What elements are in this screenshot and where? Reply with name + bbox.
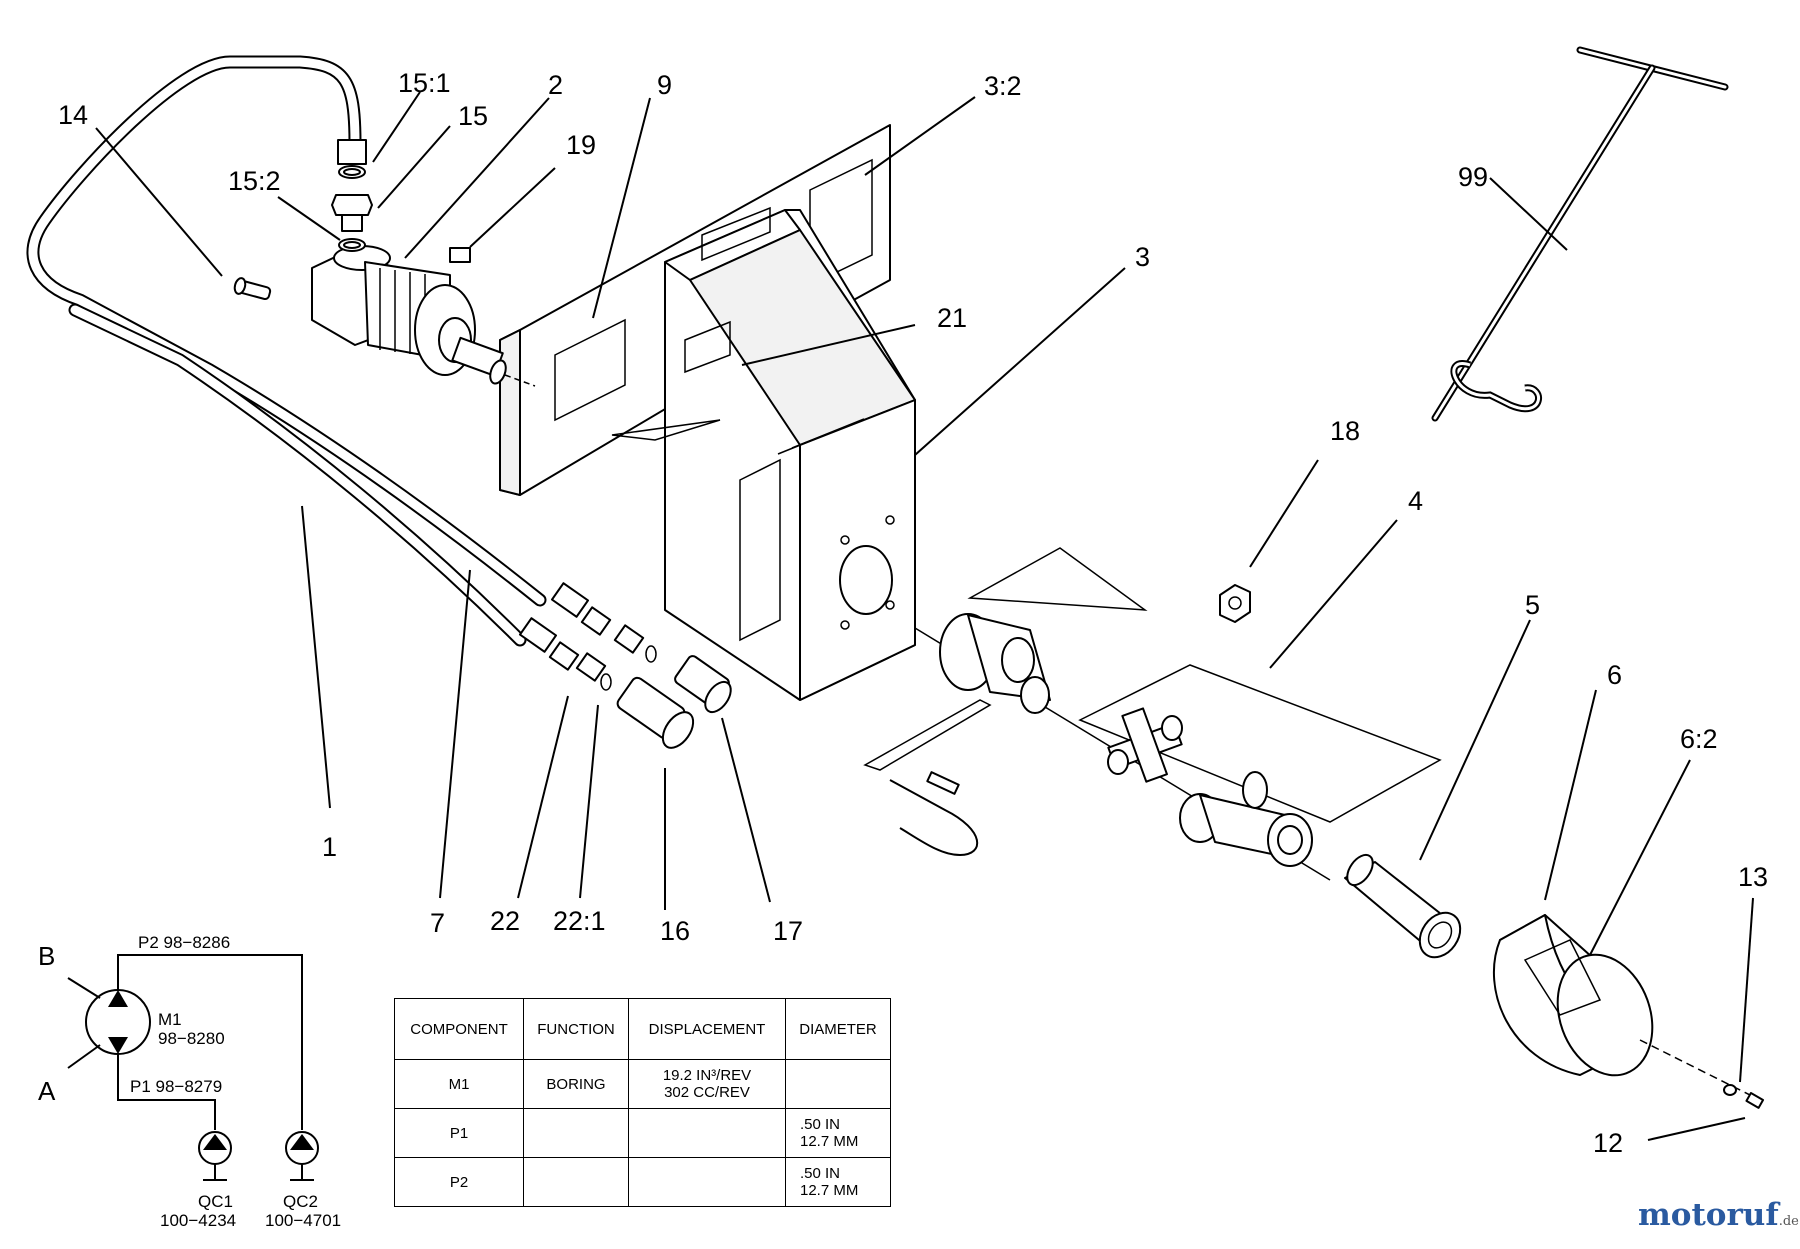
callout-17: 17 — [773, 916, 803, 946]
callout-labels: 14 15:1 15 15:2 2 19 9 3:2 3 21 99 18 4 … — [58, 68, 1768, 1158]
cell-diameter — [785, 1059, 891, 1109]
u-joint-cross — [1107, 707, 1183, 783]
cell-component: M1 — [394, 1059, 524, 1109]
hydraulic-hoses — [26, 55, 612, 671]
qc1-label-name: QC1 — [198, 1192, 233, 1211]
sleeve-5 — [1344, 853, 1462, 959]
table-header-diameter: DIAMETER — [785, 998, 891, 1060]
cell-component: P1 — [394, 1108, 524, 1158]
yoke-4 — [939, 613, 1051, 714]
screw-12 — [1745, 1092, 1765, 1109]
leader-lines — [95, 91, 1754, 1141]
cell-function — [523, 1108, 629, 1158]
callout-16: 16 — [660, 916, 690, 946]
table-header-function: FUNCTION — [523, 998, 629, 1060]
callout-19: 19 — [566, 130, 596, 160]
callout-22-1: 22:1 — [553, 906, 606, 936]
washer-13 — [1723, 1084, 1737, 1096]
port-label-a: A — [38, 1076, 56, 1106]
callout-13: 13 — [1738, 862, 1768, 892]
support-bracket — [611, 206, 916, 701]
port-label-b: B — [38, 941, 55, 971]
quick-coupler-17 — [674, 655, 732, 714]
callout-1: 1 — [322, 832, 337, 862]
key-19 — [449, 247, 471, 263]
callout-12: 12 — [1593, 1128, 1623, 1158]
callout-21: 21 — [937, 303, 967, 333]
quick-coupler-symbol-qc1 — [198, 1131, 232, 1181]
callout-7: 7 — [430, 908, 445, 938]
component-spec-table: COMPONENT FUNCTION DISPLACEMENT DIAMETER… — [394, 998, 891, 1207]
guard-6 — [1492, 914, 1654, 1077]
callout-3-2: 3:2 — [984, 71, 1022, 101]
t-handle-tool — [1431, 46, 1729, 422]
callout-14: 14 — [58, 100, 88, 130]
u-joint-yoke — [1179, 771, 1313, 867]
cell-component: P2 — [394, 1157, 524, 1207]
watermark-brand: motoruf — [1638, 1197, 1779, 1233]
motor-port-fittings — [331, 165, 373, 252]
callout-99: 99 — [1458, 162, 1488, 192]
motor-label-number: 98−8280 — [158, 1029, 225, 1048]
callout-15-2: 15:2 — [228, 166, 281, 196]
cell-displacement — [628, 1108, 786, 1158]
qc1-label-number: 100−4234 — [160, 1211, 236, 1230]
u-pin — [889, 779, 979, 856]
drive-assembly-outline — [967, 547, 1148, 611]
watermark-tld: .de — [1778, 1214, 1799, 1229]
callout-5: 5 — [1525, 590, 1540, 620]
callout-22: 22 — [490, 906, 520, 936]
line-label-p2: P2 98−8286 — [138, 933, 230, 952]
watermark-logo: motoruf.de — [1638, 1197, 1799, 1233]
hose-end-fitting-lower — [518, 617, 580, 671]
cell-function — [523, 1157, 629, 1207]
pin-14 — [233, 277, 272, 301]
hose-end-fitting-upper — [550, 582, 612, 636]
motor-label-name: M1 — [158, 1010, 182, 1029]
callout-9: 9 — [657, 70, 672, 100]
qc2-label-name: QC2 — [283, 1192, 318, 1211]
quick-coupler-16 — [616, 676, 695, 749]
callout-18: 18 — [1330, 416, 1360, 446]
callout-6: 6 — [1607, 660, 1622, 690]
table-header-component: COMPONENT — [394, 998, 524, 1060]
hose-top-fitting — [337, 139, 367, 165]
quick-coupler-symbol-qc2 — [285, 1131, 319, 1181]
line-label-p1: P1 98−8279 — [130, 1077, 222, 1096]
cell-displacement — [628, 1157, 786, 1207]
cell-function: BORING — [523, 1059, 629, 1109]
callout-15: 15 — [458, 101, 488, 131]
hydraulic-motor — [311, 245, 536, 387]
hydraulic-schematic: B A P2 98−8286 P1 98−8279 M1 98−8280 QC1… — [38, 933, 341, 1230]
callout-4: 4 — [1408, 486, 1423, 516]
adapter-fittings — [575, 624, 732, 749]
callout-3: 3 — [1135, 242, 1150, 272]
table-header-displacement: DISPLACEMENT — [628, 998, 786, 1060]
callout-6-2: 6:2 — [1680, 724, 1718, 754]
qc2-label-number: 100−4701 — [265, 1211, 341, 1230]
callout-2: 2 — [548, 70, 563, 100]
yoke-18-nut — [1219, 584, 1251, 623]
callout-15-1: 15:1 — [398, 68, 451, 98]
